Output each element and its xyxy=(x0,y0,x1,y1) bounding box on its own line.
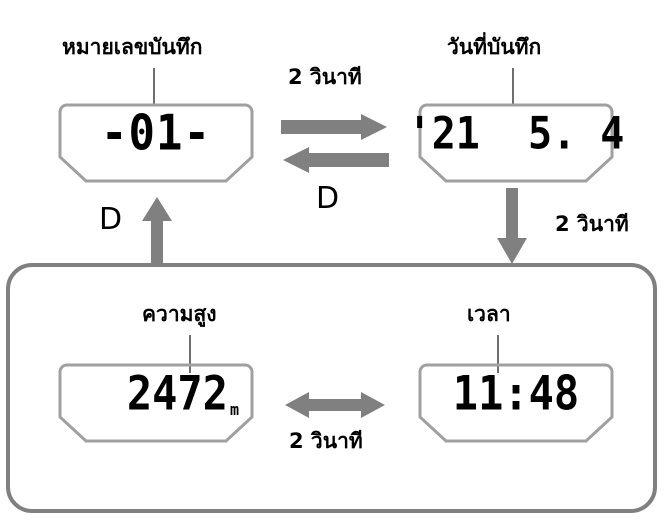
display-group-container xyxy=(6,263,657,513)
time-label: เวลา xyxy=(467,302,511,326)
lcd-value-record-number: -01- xyxy=(58,103,254,165)
lcd-panel-time: 11:48 xyxy=(418,363,614,443)
arrow-left-to-record-number xyxy=(281,145,389,175)
lcd-bezel-record-date xyxy=(418,103,614,183)
time-value: 11:48 xyxy=(452,366,580,421)
altitude-leader xyxy=(189,335,191,373)
lcd-panel-record-date: '21 5. 4 xyxy=(408,103,625,183)
arrow-right-to-date xyxy=(281,112,389,142)
button-d-label-left: D xyxy=(99,202,123,237)
button-d-label-middle: D xyxy=(316,181,340,216)
arrow-up-to-record-number xyxy=(140,195,174,267)
lcd-bezel-altitude xyxy=(58,363,254,443)
time-leader xyxy=(497,335,499,373)
arrow-down-to-group xyxy=(495,188,529,266)
lcd-value-altitude: 2472 m xyxy=(58,363,254,425)
record-number-leader xyxy=(153,68,155,106)
lcd-panel-record-number: -01- xyxy=(58,103,254,183)
record-number-label: หมายเลขบันทึก xyxy=(62,35,203,59)
arrow-bidirectional-altitude-time xyxy=(283,388,387,422)
lcd-bezel-time xyxy=(418,363,614,443)
lcd-value-time: 11:48 xyxy=(418,363,614,425)
record-number-value: -01- xyxy=(101,104,211,162)
record-date-value: '21 5. 4 xyxy=(407,108,625,160)
bottom-transition-duration-label: 2 วินาที xyxy=(289,429,363,453)
right-transition-duration-label: 2 วินาที xyxy=(555,212,629,236)
top-transition-duration-label: 2 วินาที xyxy=(288,65,362,89)
lcd-bezel-record-number xyxy=(58,103,254,183)
lcd-panel-altitude: 2472 m xyxy=(58,363,254,443)
record-date-leader xyxy=(512,68,514,106)
record-date-label: วันที่บันทึก xyxy=(447,35,542,59)
altitude-value: 2472 xyxy=(126,366,228,421)
altitude-unit: m xyxy=(229,400,240,420)
lcd-value-record-date: '21 5. 4 xyxy=(408,103,625,165)
altitude-label: ความสูง xyxy=(142,302,217,326)
